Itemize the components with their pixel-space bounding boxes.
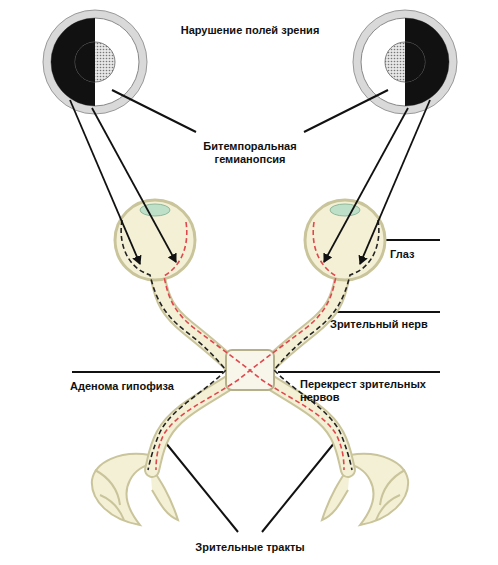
part-label: Зрительные тракты — [195, 541, 304, 554]
part-label: Зрительный нерв — [330, 318, 428, 331]
brain-lobes — [92, 454, 408, 525]
right-visual-field — [353, 10, 457, 114]
part-label: Аденома гипофиза — [70, 380, 174, 393]
projection-arrows — [70, 100, 430, 264]
optic-nerves — [152, 278, 348, 470]
left-visual-field — [43, 10, 147, 114]
fibre-pathways — [121, 220, 379, 470]
field-heading: Нарушение полей зрения — [181, 24, 320, 37]
leader-lines — [72, 90, 440, 532]
eyes — [115, 200, 385, 280]
part-label: Глаз — [390, 248, 414, 261]
condition-label: Битемпоральная гемианопсия — [190, 140, 310, 166]
part-label: Перекрест зрительных нервов — [300, 378, 435, 404]
